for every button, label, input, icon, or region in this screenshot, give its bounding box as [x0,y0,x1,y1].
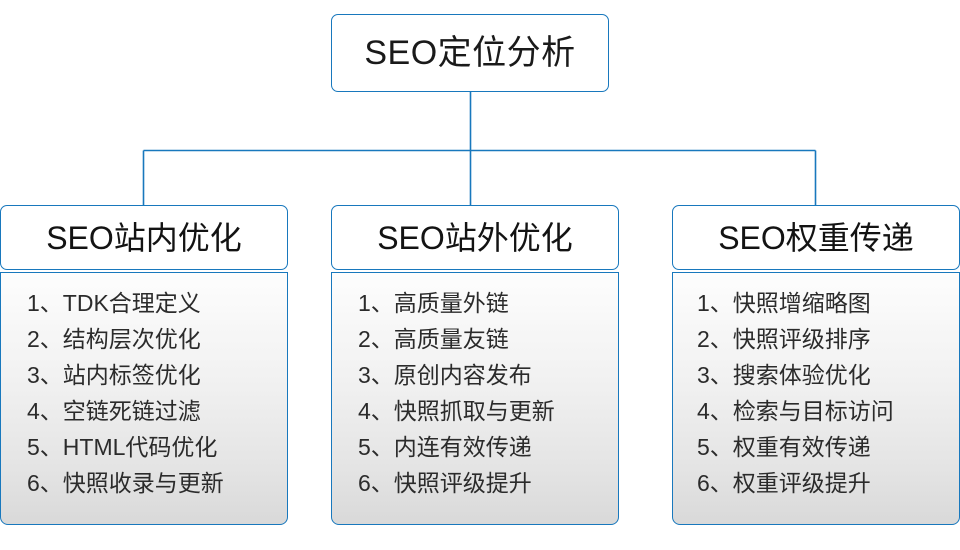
branch-header-label-3: SEO权重传递 [718,219,914,256]
branch-header-label-1: SEO站内优化 [46,219,242,256]
branch-list-2: 1、高质量外链 2、高质量友链 3、原创内容发布 4、快照抓取与更新 5、内连有… [331,272,619,525]
list-item: 6、权重评级提升 [697,470,871,496]
branch-header-3[interactable]: SEO权重传递 [672,205,960,270]
root-node-label: SEO定位分析 [364,34,576,72]
list-item: 4、快照抓取与更新 [358,398,555,424]
branch-header-2[interactable]: SEO站外优化 [331,205,619,270]
root-node-box[interactable]: SEO定位分析 [331,14,609,92]
list-item: 1、高质量外链 [358,290,509,316]
list-item: 1、TDK合理定义 [27,290,201,316]
list-item: 3、搜索体验优化 [697,362,871,388]
list-item: 4、空链死链过滤 [27,398,201,424]
branch-column-1: SEO站内优化 1、TDK合理定义 2、结构层次优化 3、站内标签优化 4、空链… [0,205,288,525]
branch-column-3: SEO权重传递 1、快照增缩略图 2、快照评级排序 3、搜索体验优化 4、检索与… [672,205,960,525]
list-item: 2、高质量友链 [358,326,509,352]
branch-header-label-2: SEO站外优化 [377,219,573,256]
list-item: 2、结构层次优化 [27,326,201,352]
list-item: 5、内连有效传递 [358,434,532,460]
list-item: 5、权重有效传递 [697,434,871,460]
branch-header-1[interactable]: SEO站内优化 [0,205,288,270]
list-item: 5、HTML代码优化 [27,434,218,460]
list-item: 1、快照增缩略图 [697,290,871,316]
list-item: 4、检索与目标访问 [697,398,894,424]
list-item: 3、站内标签优化 [27,362,201,388]
list-item: 6、快照评级提升 [358,470,532,496]
list-item: 2、快照评级排序 [697,326,871,352]
list-item: 3、原创内容发布 [358,362,532,388]
branch-list-1: 1、TDK合理定义 2、结构层次优化 3、站内标签优化 4、空链死链过滤 5、H… [0,272,288,525]
branch-column-2: SEO站外优化 1、高质量外链 2、高质量友链 3、原创内容发布 4、快照抓取与… [331,205,619,525]
list-item: 6、快照收录与更新 [27,470,224,496]
branch-list-3: 1、快照增缩略图 2、快照评级排序 3、搜索体验优化 4、检索与目标访问 5、权… [672,272,960,525]
